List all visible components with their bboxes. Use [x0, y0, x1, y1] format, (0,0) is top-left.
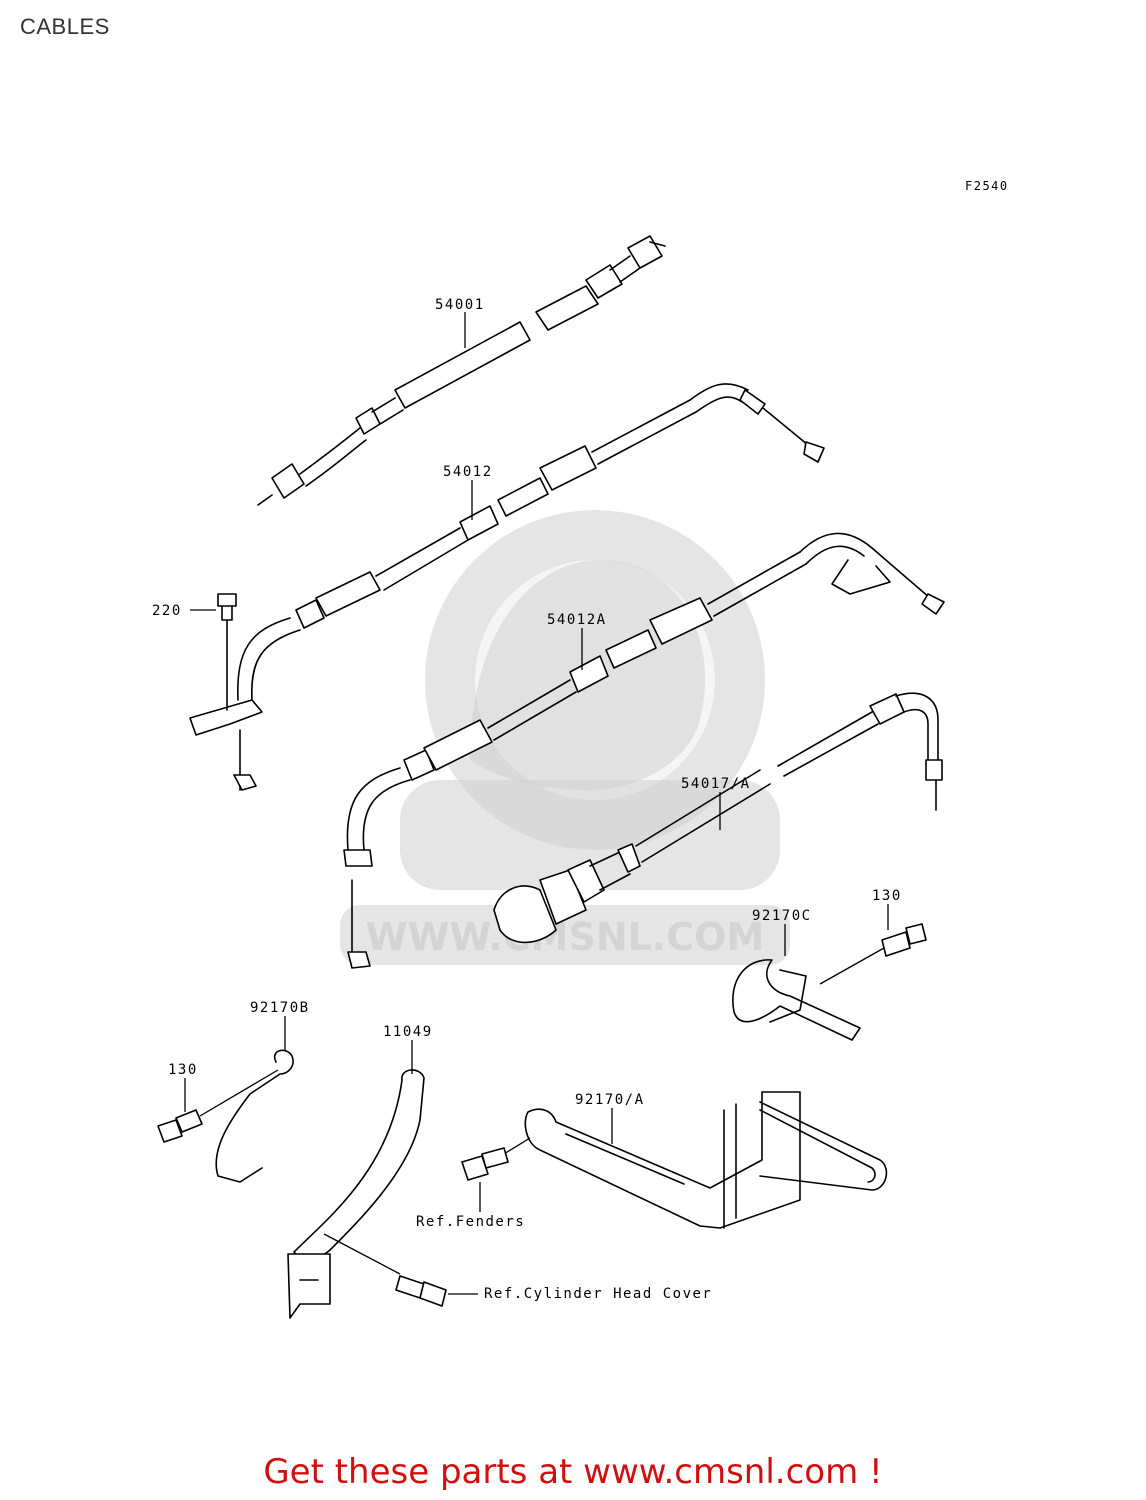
choke-cable [493, 692, 943, 944]
bolt-cylinder-head [395, 1275, 447, 1307]
figure-code: F2540 [965, 179, 1009, 193]
callout-220: 220 [152, 603, 182, 619]
bolt-220 [217, 593, 237, 711]
callout-54012: 54012 [443, 464, 493, 480]
callout-54001: 54001 [435, 297, 485, 313]
throttle-cable-a [343, 532, 945, 969]
throttle-cable [189, 383, 825, 791]
callout-92170a: 92170/A [575, 1092, 645, 1108]
clamp-92170a [503, 1091, 888, 1229]
bolt-fenders [461, 1147, 509, 1181]
callout-92170b: 92170B [250, 1000, 310, 1016]
callout-130-left: 130 [168, 1062, 198, 1078]
callout-92170c: 92170C [752, 908, 812, 924]
callout-54012a: 54012A [547, 612, 607, 628]
callout-130-right: 130 [872, 888, 902, 904]
bolt-130-right [819, 923, 927, 985]
callout-54017a: 54017/A [681, 776, 751, 792]
bolt-130-left [157, 1069, 279, 1143]
callout-11049: 11049 [383, 1024, 433, 1040]
clamp-92170b [215, 1049, 294, 1183]
speedometer-cable [257, 235, 666, 506]
footer-link[interactable]: Get these parts at www.cmsnl.com ! [263, 1452, 883, 1492]
page-title: CABLES [20, 14, 110, 39]
watermark-text: WWW.CMSNL.COM [366, 915, 765, 959]
ref-cylinder-head-cover: Ref.Cylinder Head Cover [484, 1286, 712, 1302]
ref-fenders: Ref.Fenders [416, 1214, 525, 1230]
bracket-11049 [287, 1069, 425, 1319]
clamp-92170c [732, 959, 861, 1041]
